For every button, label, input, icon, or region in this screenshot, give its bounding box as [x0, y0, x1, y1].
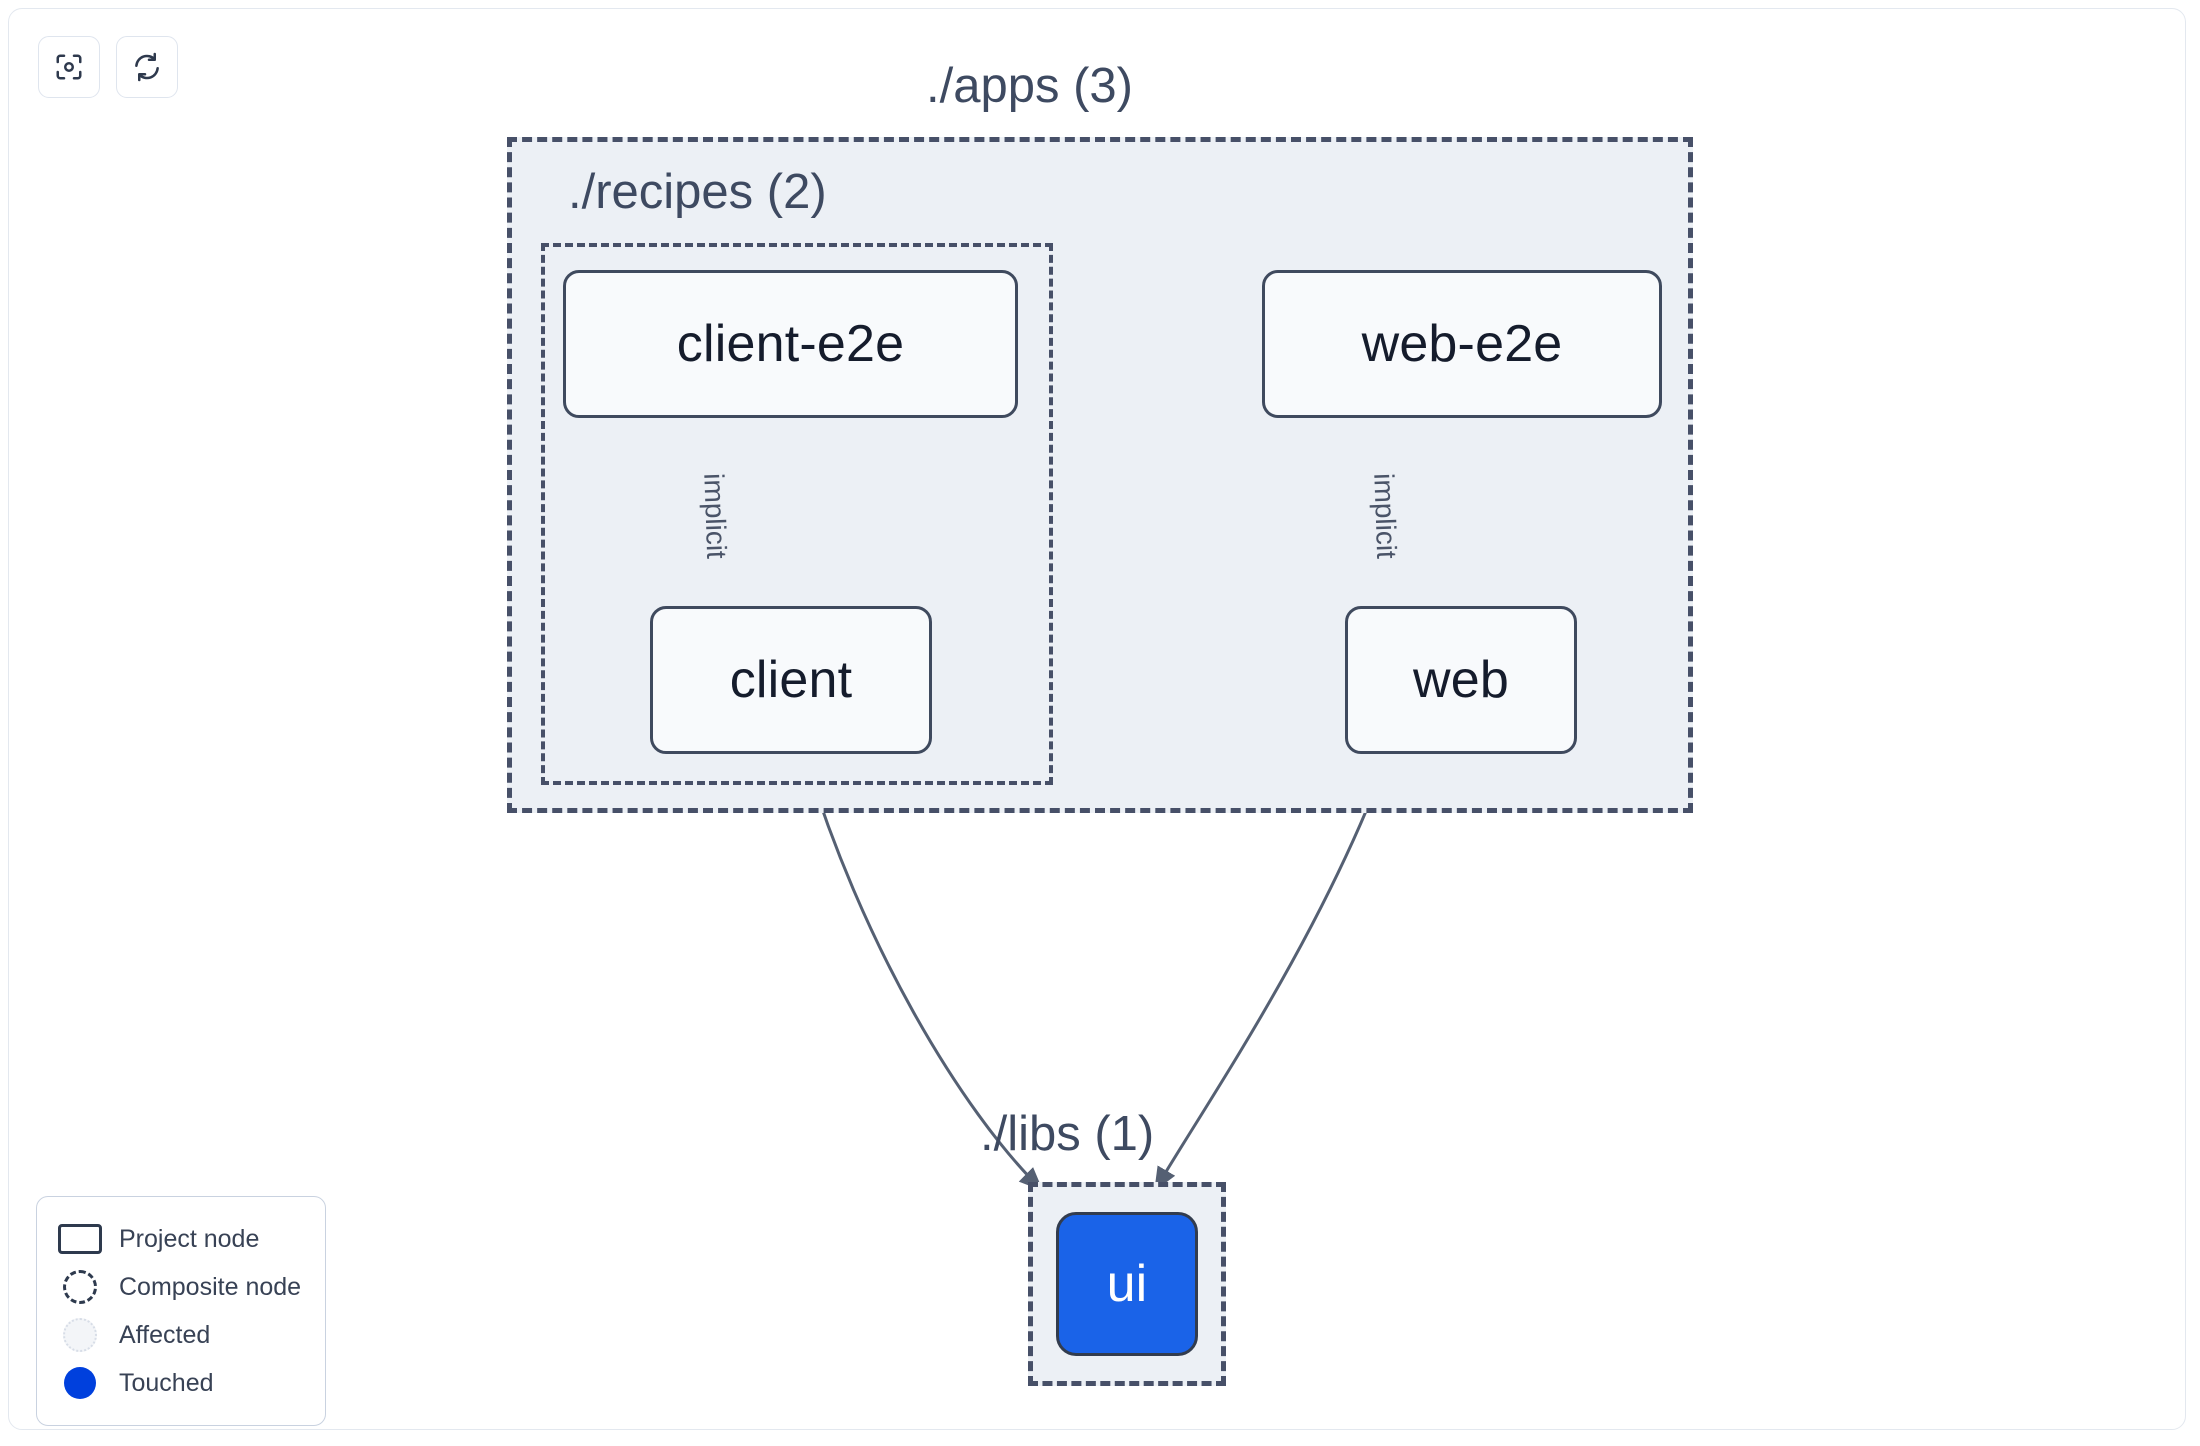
refresh-graph-button[interactable] — [116, 36, 178, 98]
graph-legend: Project node Composite node Affected Tou… — [36, 1196, 326, 1426]
node-web[interactable]: web — [1345, 606, 1577, 754]
affected-swatch — [57, 1316, 103, 1354]
legend-item-touched: Touched — [57, 1359, 307, 1407]
graph-toolbar — [38, 36, 178, 98]
legend-label-affected: Affected — [119, 1320, 211, 1349]
group-label-libs: ./libs (1) — [980, 1107, 1155, 1161]
legend-label-touched: Touched — [119, 1368, 214, 1397]
node-client[interactable]: client — [650, 606, 932, 754]
legend-label-composite-node: Composite node — [119, 1272, 302, 1301]
node-client-e2e[interactable]: client-e2e — [563, 270, 1018, 418]
node-web-e2e[interactable]: web-e2e — [1262, 270, 1662, 418]
group-label-recipes: ./recipes (2) — [568, 165, 827, 219]
group-label-apps: ./apps (3) — [926, 59, 1133, 113]
touched-swatch — [57, 1364, 103, 1402]
focus-graph-button[interactable] — [38, 36, 100, 98]
legend-item-project-node: Project node — [57, 1215, 307, 1263]
legend-item-composite-node: Composite node — [57, 1263, 307, 1311]
composite-node-swatch — [57, 1268, 103, 1306]
node-ui[interactable]: ui — [1056, 1212, 1198, 1356]
focus-icon — [54, 52, 84, 82]
project-node-swatch — [57, 1220, 103, 1258]
refresh-icon — [132, 52, 162, 82]
edge-label-client-e2e-to-client: implicit — [698, 472, 733, 560]
edge-label-web-e2e-to-web: implicit — [1368, 472, 1403, 560]
legend-label-project-node: Project node — [119, 1224, 260, 1253]
legend-item-affected: Affected — [57, 1311, 307, 1359]
